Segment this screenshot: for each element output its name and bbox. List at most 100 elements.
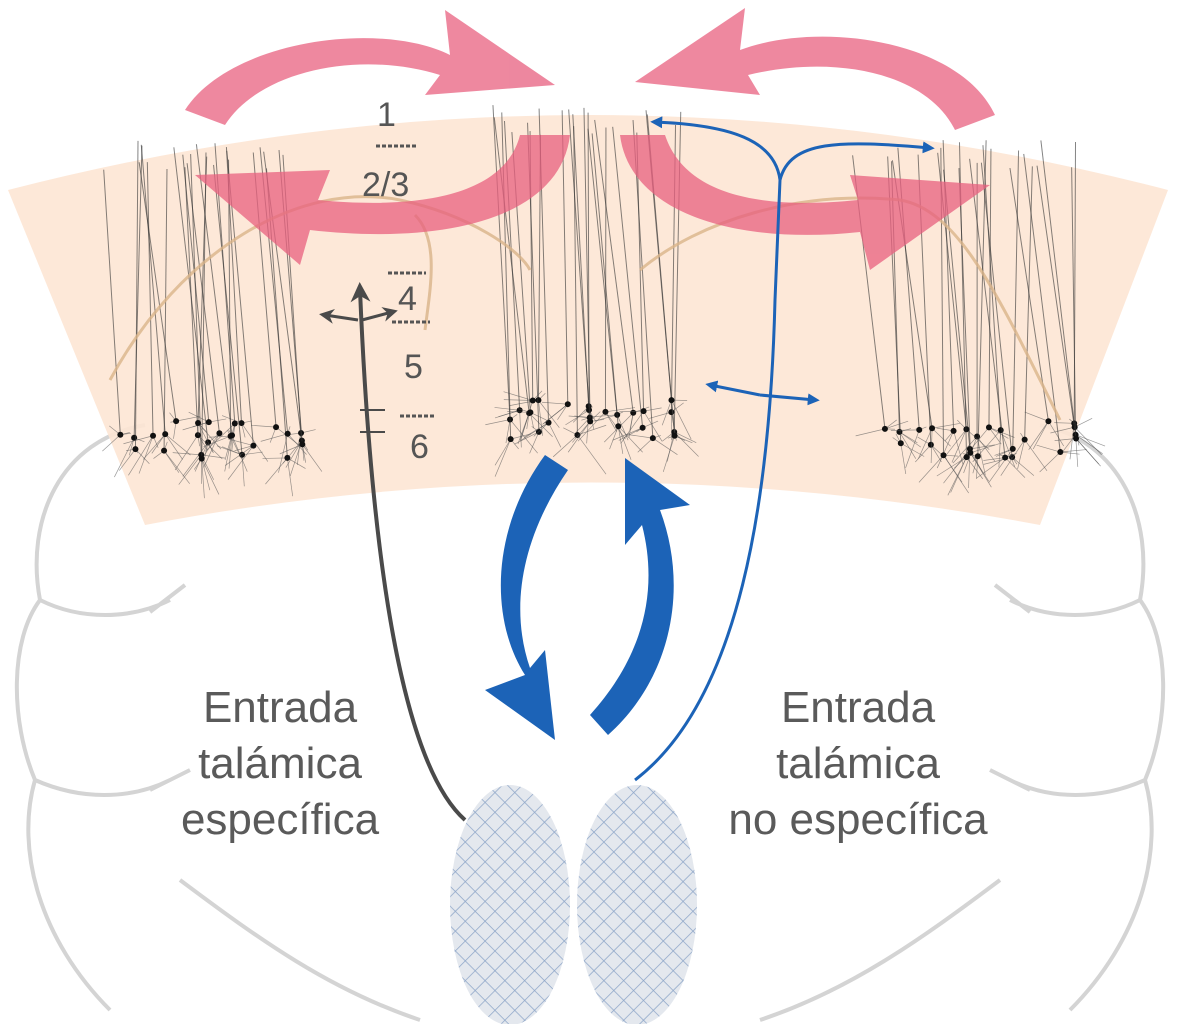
soma [1021,436,1028,443]
basal-dendrite [123,435,154,445]
soma [896,428,903,435]
basal-dendrite [918,428,933,459]
dendrite [594,119,634,413]
basal-dendrite [503,399,533,401]
basal-dendrite [176,415,201,422]
basal-dendrite [1004,457,1026,478]
dendrite [146,162,154,436]
basal-dendrite [952,436,978,464]
basal-dendrite [135,448,150,464]
basal-dendrite [1024,439,1048,472]
basal-dendrite [224,435,233,472]
soma [897,440,904,447]
soma [649,435,656,442]
intracortical-arrows [185,8,995,270]
basal-dendrite [1075,434,1106,447]
soma [195,420,202,427]
basal-dendrite [674,435,693,444]
basal-dendrite [541,401,568,405]
dendrite [587,128,619,427]
blue-arrow-up [590,458,690,735]
basal-dendrite [976,436,996,462]
basal-dendrite [930,428,933,463]
layer-label-2-3: 2/3 [362,166,410,204]
basal-dendrite [242,451,263,456]
basal-dendrite [572,421,591,443]
thalamus-specific [450,785,570,1024]
basal-dendrite [227,445,254,480]
basal-dendrite [628,412,634,438]
basal-dendrite [138,435,154,474]
soma [229,432,236,439]
basal-dendrite [1028,421,1049,450]
basal-dendrite [577,424,607,436]
basal-dendrite [234,445,254,452]
label-line: talámica [198,739,362,788]
basal-dendrite [620,410,644,444]
basal-dendrite [1054,438,1077,441]
soma [507,436,514,443]
basal-dendrite [172,452,202,456]
basal-dendrite [509,419,538,454]
soma [161,447,168,454]
basal-dendrite [649,411,672,419]
basal-dendrite [201,458,211,491]
basal-dendrite [174,434,199,471]
soma [927,441,934,448]
dendrite [583,107,591,422]
soma [950,427,957,434]
basal-dendrite [142,433,166,460]
dendrite [636,132,645,412]
dendrite [103,169,121,435]
soma [132,446,139,453]
basal-dendrite [224,423,236,461]
dendrite [980,162,1013,458]
soma [602,408,609,415]
basal-dendrite [201,458,220,495]
soma [881,425,888,432]
basal-dendrite [128,437,135,456]
basal-dendrite [855,428,886,437]
basal-dendrite [197,422,222,450]
dendrite [182,154,210,423]
basal-dendrite [605,411,617,432]
basal-dendrite [251,424,277,428]
basal-dendrite [494,439,511,477]
basal-dendrite [950,456,967,493]
layer-label-6: 6 [410,428,429,466]
thalamus-nonspecific [577,785,697,1024]
soma [173,418,180,425]
soma [529,397,536,404]
pink-arrow-top-left [185,10,555,125]
basal-dendrite [529,431,540,454]
basal-dendrite [931,427,951,447]
soma [150,432,157,439]
basal-dendrite [510,433,532,440]
soma [216,430,223,437]
soma [574,431,581,438]
basal-dendrite [163,450,180,473]
basal-dendrite [605,407,635,413]
basal-dendrite [890,429,920,431]
soma [671,432,678,439]
soma [630,409,637,416]
basal-dendrite [221,415,242,424]
basal-dendrite [538,400,543,436]
soma [273,424,280,431]
basal-dendrite [661,399,672,426]
label-line: Entrada [780,683,936,732]
basal-dendrite [118,448,136,471]
basal-dendrite [1060,451,1080,455]
soma [1057,449,1064,456]
layer-label-5: 5 [404,348,423,386]
soma [1002,454,1009,461]
soma [1009,445,1016,452]
dendrite [1012,150,1020,449]
basal-dendrite [983,457,1006,461]
dendrite [568,109,591,418]
soma [639,424,646,431]
dendrite [1040,140,1076,428]
soma [527,409,534,416]
dendrite [591,133,618,415]
basal-dendrite [673,431,699,457]
